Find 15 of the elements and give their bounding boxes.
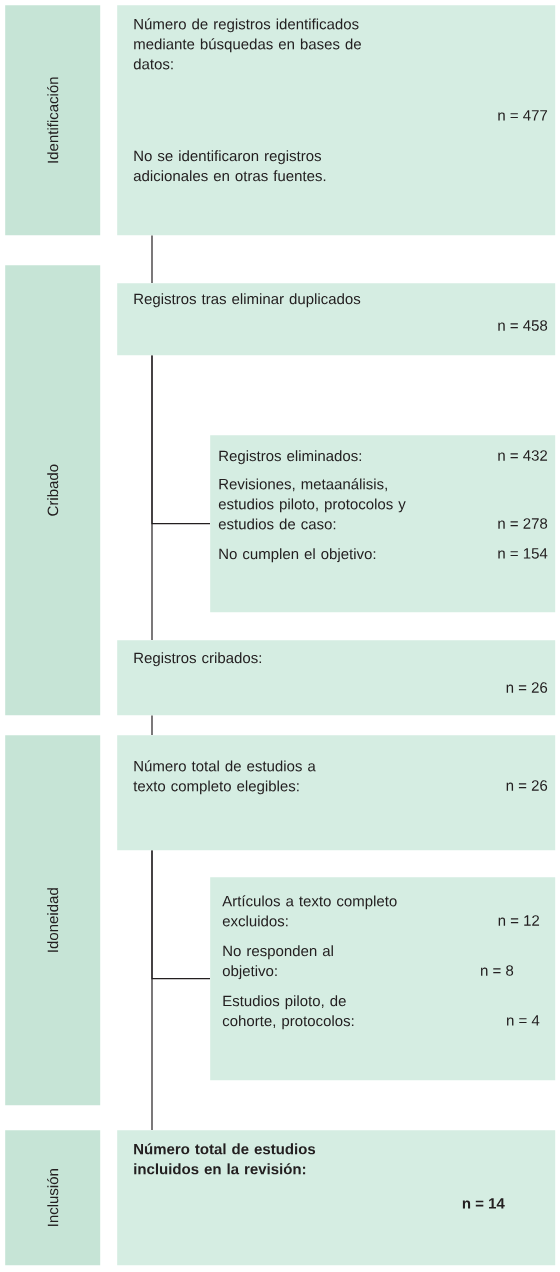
process-box: Registros cribados: n = 26 — [117, 640, 556, 716]
phase-band: Inclusión — [5, 1130, 101, 1266]
connector-line — [151, 849, 153, 1131]
process-box: Número total de estudios a texto completo elegibles: n = 26 — [117, 735, 556, 851]
process-box: Registros eliminados: n = 432 Revisiones, metaanálisis, estudios piloto, protocolos y estudios de caso: n = 278 No cumplen el objetivo: n = 154 — [210, 435, 556, 613]
phase-band: Identificación — [5, 5, 101, 236]
process-box: Número de registros identificados mediante búsquedas en bases de datos: n = 477 No se identificaron registros adicionales en otras fuentes. — [117, 5, 556, 236]
process-box: Artículos a texto completo excluidos: n = 12 No responden al objetivo: n = 8 Estudios piloto, de cohorte, protocolos: n = 4 — [210, 877, 556, 1081]
process-box: Registros tras eliminar duplicados n = 458 — [117, 283, 556, 356]
phase-band: Cribado — [5, 265, 101, 716]
phase-band: Idoneidad — [5, 735, 101, 1106]
connector-line — [151, 234, 153, 284]
connector-line — [151, 714, 153, 736]
connector-line — [151, 354, 153, 641]
process-box: Número total de estudios incluidos en la revisión: n = 14 — [117, 1130, 556, 1266]
